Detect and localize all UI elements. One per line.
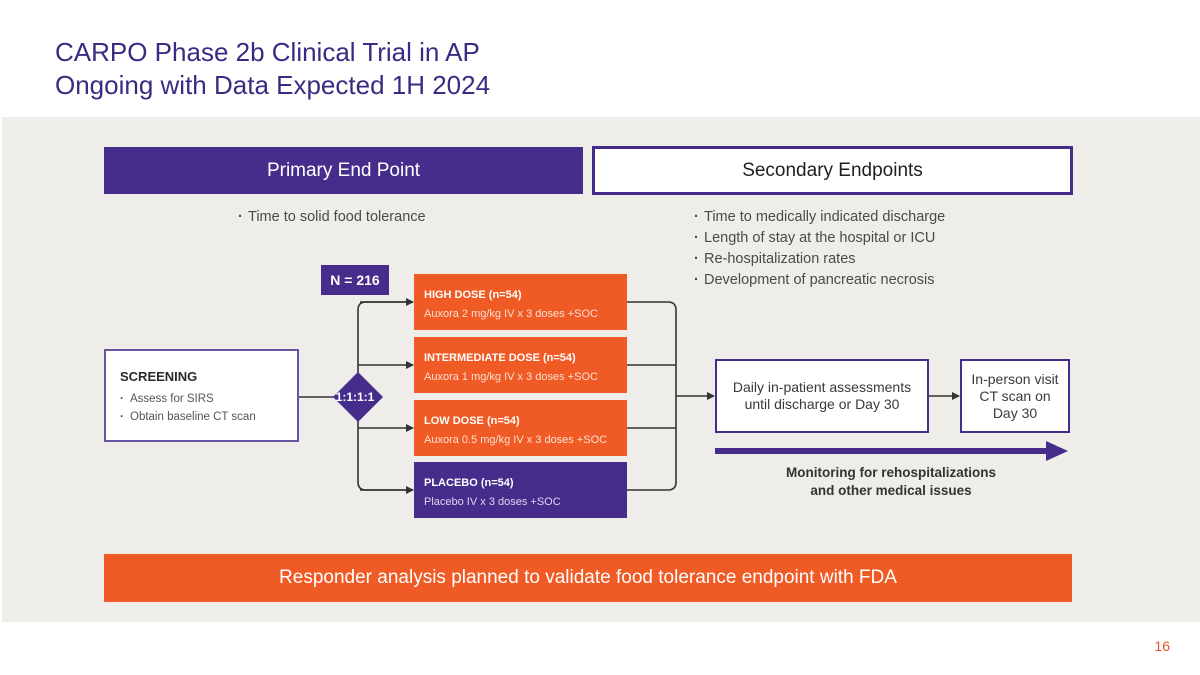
arm-title: LOW DOSE (n=54): [424, 415, 520, 427]
secondary-endpoint-item: Re-hospitalization rates: [694, 249, 945, 270]
arm-description: Placebo IV x 3 doses +SOC: [424, 496, 561, 508]
inperson-visit-box: In-person visit CT scan on Day 30: [960, 359, 1070, 433]
slide-title: CARPO Phase 2b Clinical Trial in AP Ongo…: [55, 36, 490, 102]
connector-trunk-right: [627, 301, 677, 491]
arm-high-dose: HIGH DOSE (n=54) Auxora 2 mg/kg IV x 3 d…: [414, 274, 627, 330]
monitoring-arrow-head: [1046, 441, 1068, 461]
primary-endpoint-item: Time to solid food tolerance: [238, 207, 426, 228]
monitoring-label: Monitoring for rehospitalizations and ot…: [715, 464, 1067, 500]
arm-title: INTERMEDIATE DOSE (n=54): [424, 352, 576, 364]
arm-description: Auxora 0.5 mg/kg IV x 3 doses +SOC: [424, 434, 608, 446]
randomization-diamond: [333, 372, 383, 422]
arm-description: Auxora 2 mg/kg IV x 3 doses +SOC: [424, 308, 598, 320]
screening-list: Assess for SIRS Obtain baseline CT scan: [120, 390, 297, 426]
screening-item: Obtain baseline CT scan: [120, 408, 297, 426]
inperson-visit-text: In-person visit CT scan on Day 30: [971, 370, 1059, 421]
randomization-ratio: 1:1:1:1: [336, 390, 375, 404]
secondary-endpoints-list: Time to medically indicated discharge Le…: [694, 207, 945, 291]
arm-placebo: PLACEBO (n=54) Placebo IV x 3 doses +SOC: [414, 462, 627, 518]
arm-title: HIGH DOSE (n=54): [424, 289, 522, 301]
slide-title-line-2: Ongoing with Data Expected 1H 2024: [55, 70, 491, 100]
daily-assessments-box: Daily in-patient assessments until disch…: [715, 359, 929, 433]
secondary-endpoints-header: Secondary Endpoints: [592, 146, 1073, 195]
responder-analysis-banner: Responder analysis planned to validate f…: [104, 554, 1072, 602]
monitoring-text: Monitoring for rehospitalizations and ot…: [786, 465, 996, 498]
secondary-endpoint-item: Time to medically indicated discharge: [694, 207, 945, 228]
enrollment-count: N = 216: [330, 272, 380, 288]
arm-low-dose: LOW DOSE (n=54) Auxora 0.5 mg/kg IV x 3 …: [414, 400, 627, 456]
primary-endpoint-header: Primary End Point: [104, 147, 583, 194]
arm-description: Auxora 1 mg/kg IV x 3 doses +SOC: [424, 371, 598, 383]
secondary-endpoint-item: Development of pancreatic necrosis: [694, 270, 945, 291]
screening-title: SCREENING: [120, 369, 198, 384]
arm-title: PLACEBO (n=54): [424, 477, 514, 489]
primary-endpoint-header-label: Primary End Point: [266, 159, 421, 181]
slide-title-line-1: CARPO Phase 2b Clinical Trial in AP: [55, 37, 480, 67]
monitoring-arrow-shaft: [715, 448, 1048, 454]
arm-intermediate-dose: INTERMEDIATE DOSE (n=54) Auxora 1 mg/kg …: [414, 337, 627, 393]
secondary-endpoints-header-label: Secondary Endpoints: [742, 159, 923, 181]
screening-item: Assess for SIRS: [120, 390, 297, 408]
responder-analysis-text: Responder analysis planned to validate f…: [279, 567, 897, 588]
primary-endpoint-list: Time to solid food tolerance: [238, 207, 426, 228]
page-number: 16: [1154, 638, 1170, 654]
secondary-endpoint-item: Length of stay at the hospital or ICU: [694, 228, 945, 249]
daily-assessments-text: Daily in-patient assessments until disch…: [732, 379, 912, 412]
screening-box: SCREENING Assess for SIRS Obtain baselin…: [104, 349, 299, 442]
enrollment-badge: N = 216: [321, 265, 389, 295]
